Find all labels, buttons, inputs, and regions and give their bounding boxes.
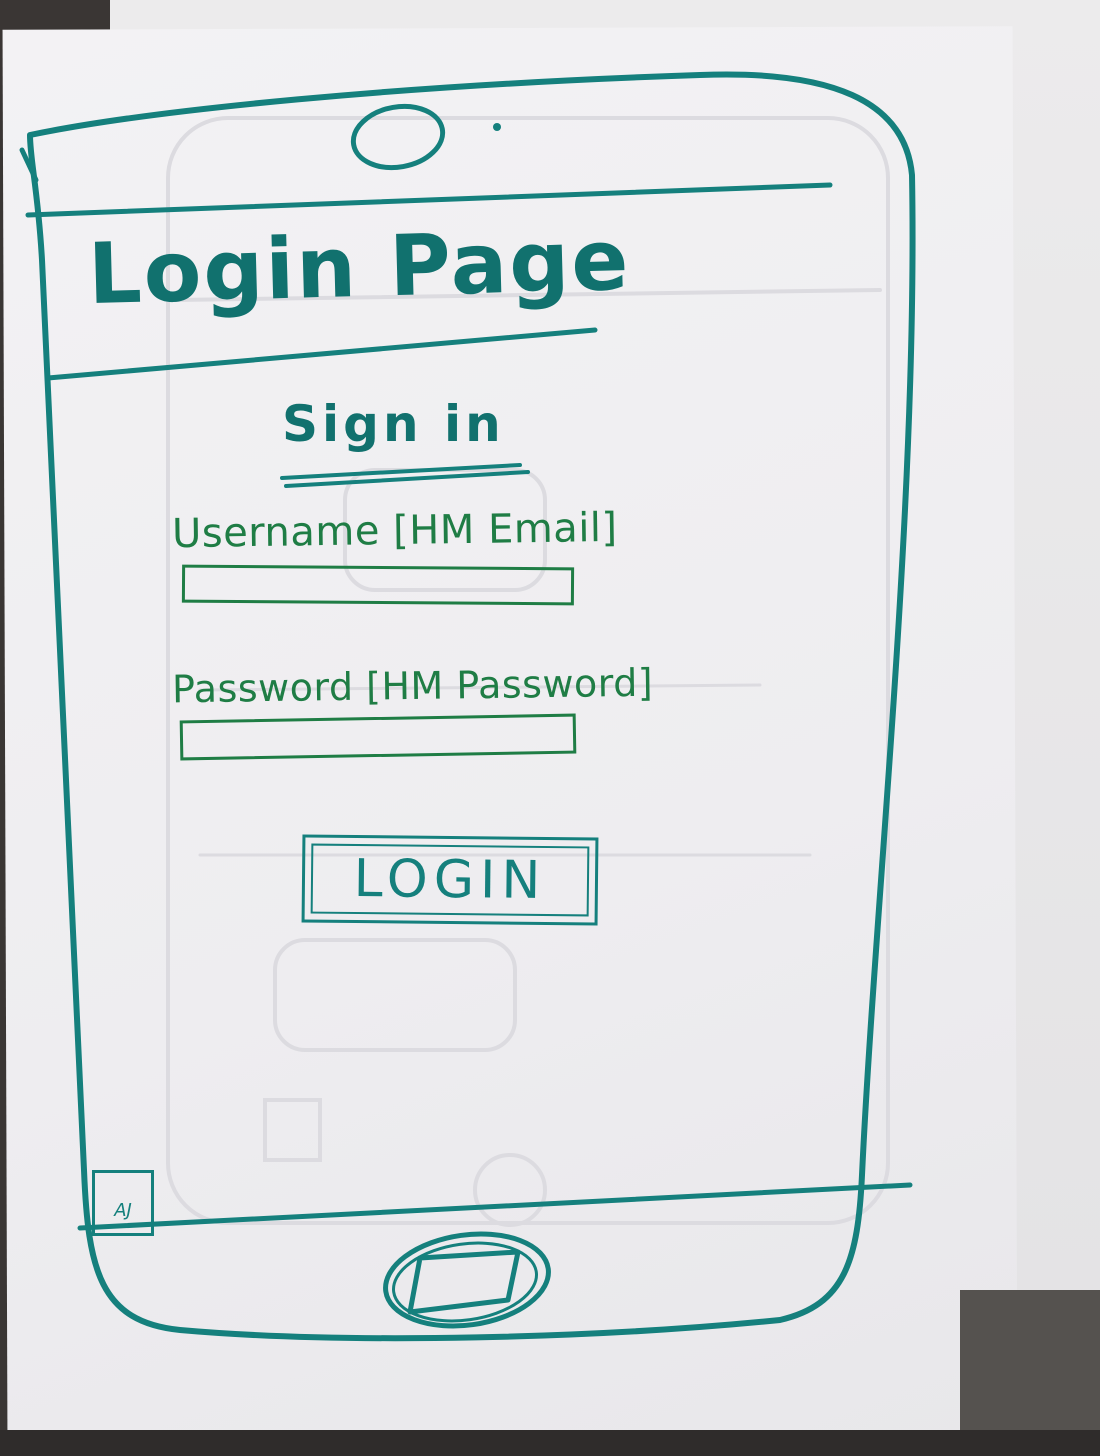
initials-box: AJ (92, 1170, 154, 1236)
home-button-icon (407, 1249, 521, 1315)
desk-edge (0, 1430, 1100, 1456)
camera-icon (493, 123, 501, 131)
header-title: Login Page (86, 210, 632, 324)
username-label: Username [HM Email] (171, 504, 618, 558)
username-field[interactable] (181, 564, 575, 606)
sign-in-heading: Sign in (282, 395, 505, 453)
password-field[interactable] (179, 713, 577, 761)
password-label: Password [HM Password] (171, 660, 654, 712)
table-corner (960, 1290, 1100, 1456)
login-button[interactable]: LOGIN (301, 834, 599, 926)
